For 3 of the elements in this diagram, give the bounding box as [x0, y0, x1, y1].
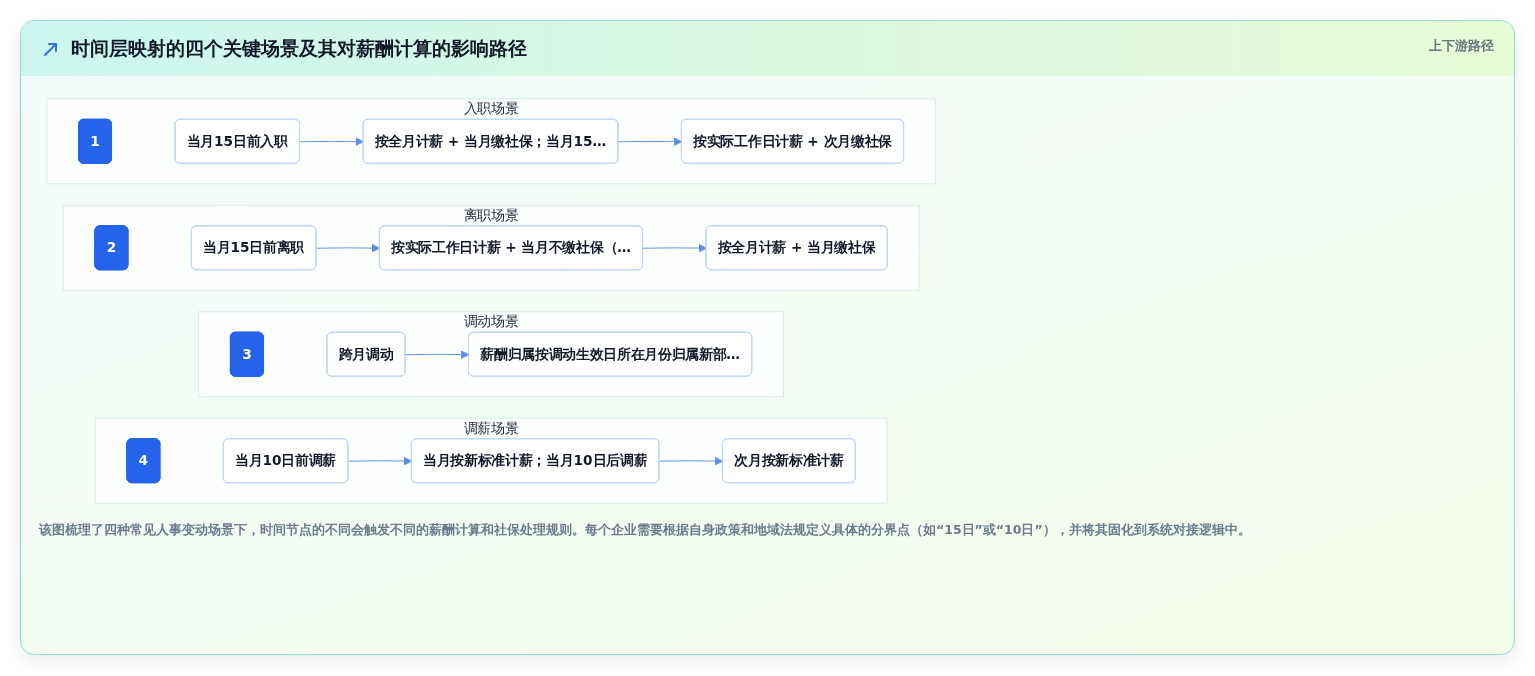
diagram-title: 时间层映射的四个关键场景及其对薪酬计算的影响路径: [71, 36, 527, 61]
header-label: 上下游路径: [1429, 37, 1494, 55]
caption-note: 该图梳理了四种常见人事变动场景下，时间节点的不同会触发不同的薪酬计算和社保处理规则。每个企业需要根据自身政策和地域法规定义具体的分界点（如“15日”或“10日”），并将其固化到系统对接逻辑中。: [39, 521, 1252, 539]
